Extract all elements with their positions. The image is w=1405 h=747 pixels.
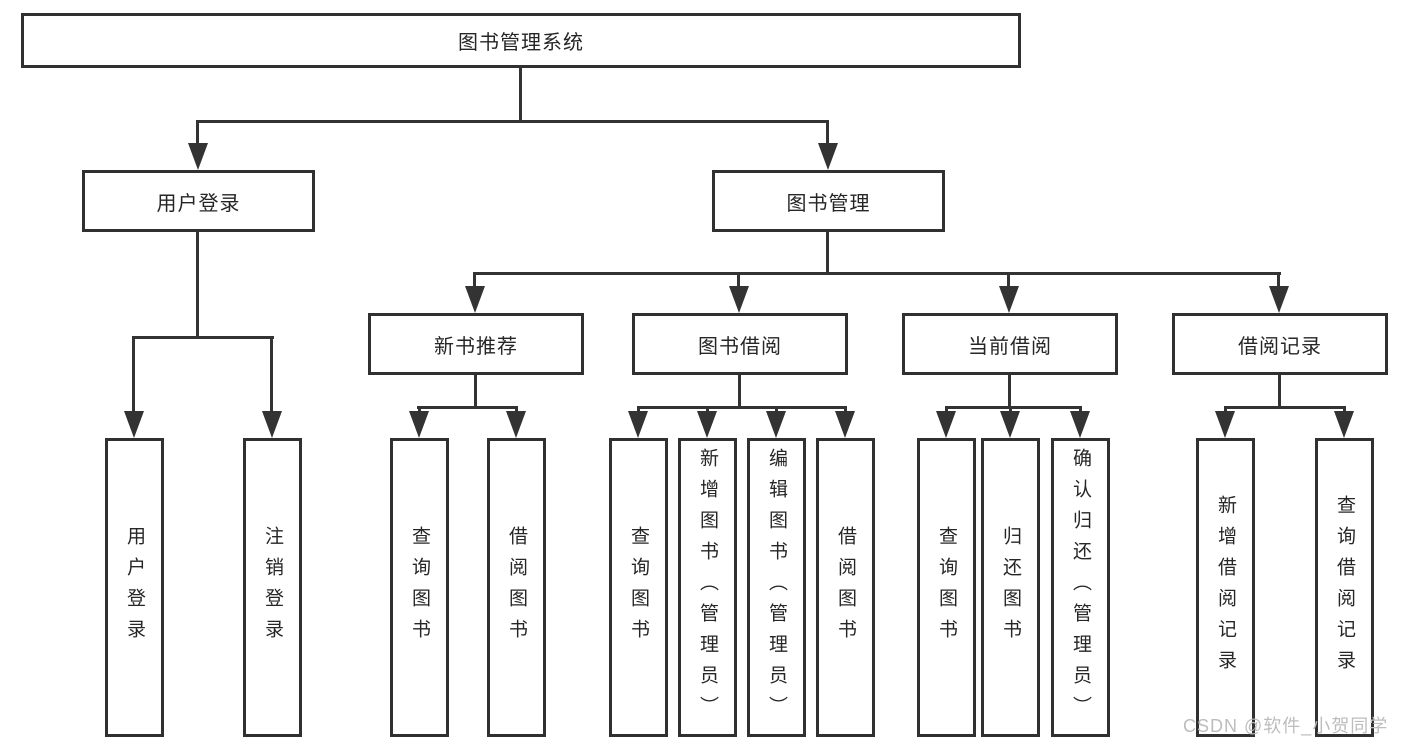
arrow-down-icon (818, 143, 838, 170)
connector-stub (1009, 406, 1012, 414)
leaf-node-label: 查询图书 (936, 525, 957, 650)
tree-node-current-borrowing: 当前借阅 (902, 313, 1118, 375)
connector-stub (473, 272, 476, 288)
connector-stem (738, 375, 741, 409)
tree-node-book-management: 图书管理 (712, 170, 945, 232)
tree-node-label: 图书管理 (786, 192, 871, 215)
connector-stub (637, 406, 640, 414)
leaf-node-borrow-books: 借阅图书 (816, 438, 875, 737)
connector-stem (196, 232, 199, 338)
leaf-node-label: 查询借阅记录 (1334, 494, 1355, 681)
leaf-node-logout: 注销登录 (243, 438, 302, 737)
leaf-node-label: 注销登录 (262, 525, 283, 650)
connector-stub (1343, 406, 1346, 414)
tree-node-label: 图书借阅 (698, 335, 782, 358)
arrow-down-icon (999, 286, 1019, 313)
connector-stub (775, 406, 778, 414)
leaf-node-add-borrow-record: 新增借阅记录 (1196, 438, 1255, 737)
connector-stub (945, 406, 948, 414)
leaf-node-label: 编辑图书（管理员） (766, 448, 787, 727)
arrow-down-icon (1000, 411, 1020, 438)
tree-node-label: 当前借阅 (968, 335, 1052, 358)
arrow-down-icon (766, 411, 786, 438)
leaf-node-add-book-admin: 新增图书（管理员） (678, 438, 737, 737)
tree-node-book-borrowing: 图书借阅 (632, 313, 848, 375)
tree-node-label: 新书推荐 (434, 335, 518, 358)
tree-node-label: 用户登录 (156, 192, 241, 215)
connector-stub (1007, 272, 1010, 288)
leaf-node-return-books: 归还图书 (981, 438, 1040, 737)
arrow-down-icon (697, 411, 717, 438)
connector-stub (1277, 272, 1280, 288)
connector-stub (132, 336, 135, 414)
leaf-node-user-login: 用户登录 (105, 438, 164, 737)
arrow-down-icon (409, 411, 429, 438)
tree-node-root: 图书管理系统 (21, 13, 1021, 68)
leaf-node-label: 确认归还（管理员） (1070, 448, 1091, 727)
arrow-down-icon (729, 286, 749, 313)
connector-stub (844, 406, 847, 414)
connector-root-bus (197, 120, 829, 123)
connector-stub (737, 272, 740, 288)
connector-stem (1008, 375, 1011, 409)
leaf-node-query-books: 查询图书 (609, 438, 668, 737)
leaf-node-query-books: 查询图书 (390, 438, 449, 737)
connector-root-stem (519, 68, 522, 121)
arrow-down-icon (1070, 411, 1090, 438)
arrow-down-icon (936, 411, 956, 438)
leaf-node-query-borrow-record: 查询借阅记录 (1315, 438, 1374, 737)
leaf-node-label: 借阅图书 (506, 525, 527, 650)
connector-stem (474, 375, 477, 409)
tree-node-user-login: 用户登录 (82, 170, 315, 232)
arrow-down-icon (506, 411, 526, 438)
connector-stub (196, 120, 199, 146)
connector-stub (418, 406, 421, 414)
connector-bus (945, 406, 1082, 409)
connector-bus (637, 406, 847, 409)
tree-node-label: 图书管理系统 (458, 32, 584, 54)
connector-stem (826, 232, 829, 274)
arrow-down-icon (188, 143, 208, 170)
arrow-down-icon (628, 411, 648, 438)
connector-bus (1224, 406, 1346, 409)
tree-node-label: 借阅记录 (1238, 335, 1322, 358)
leaf-node-label: 用户登录 (124, 525, 145, 650)
leaf-node-query-books: 查询图书 (917, 438, 976, 737)
connector-stem (1278, 375, 1281, 408)
connector-bus (474, 272, 1281, 275)
connector-stub (515, 406, 518, 414)
leaf-node-confirm-return-admin: 确认归还（管理员） (1051, 438, 1110, 737)
arrow-down-icon (124, 411, 144, 438)
connector-bus (417, 406, 518, 409)
arrow-down-icon (262, 411, 282, 438)
leaf-node-label: 新增图书（管理员） (697, 448, 718, 727)
connector-stub (706, 406, 709, 414)
leaf-node-label: 查询图书 (409, 525, 430, 650)
tree-node-new-book-recommend: 新书推荐 (368, 313, 584, 375)
arrow-down-icon (835, 411, 855, 438)
arrow-down-icon (1269, 286, 1289, 313)
leaf-node-label: 查询图书 (628, 525, 649, 650)
connector-stub (1079, 406, 1082, 414)
leaf-node-edit-book-admin: 编辑图书（管理员） (747, 438, 806, 737)
tree-node-borrowing-records: 借阅记录 (1172, 313, 1388, 375)
leaf-node-borrow-books: 借阅图书 (487, 438, 546, 737)
arrow-down-icon (465, 286, 485, 313)
arrow-down-icon (1334, 411, 1354, 438)
connector-stub (1224, 406, 1227, 414)
leaf-node-label: 借阅图书 (835, 525, 856, 650)
connector-stub (826, 120, 829, 146)
leaf-node-label: 归还图书 (1000, 525, 1021, 650)
csdn-watermark: CSDN @软件_小贺同学 (1183, 716, 1389, 736)
connector-stub (270, 336, 273, 414)
connector-bus (132, 336, 274, 339)
leaf-node-label: 新增借阅记录 (1215, 494, 1236, 681)
arrow-down-icon (1215, 411, 1235, 438)
